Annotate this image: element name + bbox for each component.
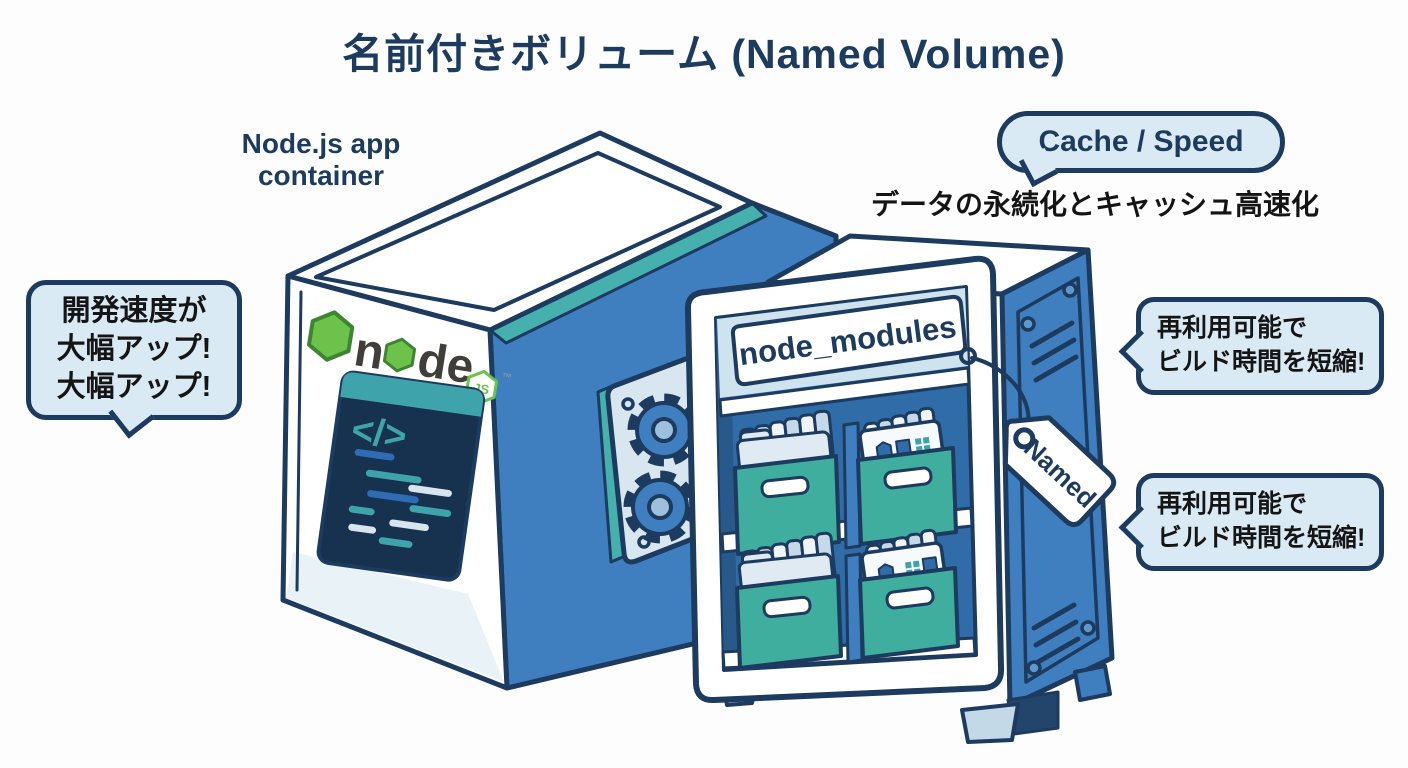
speech-bubble-reuse-top: 再利用可能で ビルド時間を短縮! xyxy=(1118,297,1384,395)
box-label-slot xyxy=(762,595,812,619)
vent-lines-top xyxy=(1029,320,1079,383)
container-top-inset xyxy=(314,151,722,312)
bubble-line: 大幅アップ! xyxy=(56,333,212,366)
cabinet-back-foot xyxy=(1073,664,1112,702)
container-front-sheen xyxy=(286,552,504,682)
bubble-line: ビルド時間を短縮! xyxy=(1157,348,1366,376)
code-lines xyxy=(348,448,452,548)
speech-bubble-dev-speed: 開発速度が 大幅アップ! 大幅アップ! xyxy=(26,280,242,439)
code-screen: </> xyxy=(316,370,486,582)
js-trademark: ™ xyxy=(500,371,512,383)
shelf2-divider xyxy=(844,552,864,664)
storage-box-4 xyxy=(858,528,960,660)
name-tag-hole xyxy=(1013,427,1036,450)
bubble-line: 再利用可能で xyxy=(1157,490,1308,519)
speech-bubble-cache-speed: Cache / Speed xyxy=(997,111,1285,188)
bubble-line: ビルド時間を短縮! xyxy=(1157,524,1366,552)
panel-screws xyxy=(1020,282,1096,676)
tag-string-loop xyxy=(959,347,977,365)
container-label-line1: Node.js app xyxy=(241,128,401,159)
box-front xyxy=(735,574,843,670)
container-label-line2: container xyxy=(257,160,385,192)
vent-lines-bottom xyxy=(1031,602,1081,665)
bubble-line: 開発速度が xyxy=(61,295,207,328)
node-modules-plate xyxy=(730,294,968,387)
storage-box-1 xyxy=(733,409,841,556)
container-label: Node.js app container xyxy=(206,128,436,192)
box-label-slot xyxy=(883,466,933,490)
box-front xyxy=(856,446,958,546)
speech-bubble-reuse-bottom: 再利用可能で ビルド時間を短縮! xyxy=(1118,473,1384,571)
storage-box-2 xyxy=(856,406,958,546)
code-screen-header xyxy=(340,372,484,417)
nodejs-hexagon-icon xyxy=(306,310,355,362)
page-title: 名前付きボリューム (Named Volume) xyxy=(342,31,1066,77)
bubble-line: 再利用可能で xyxy=(1157,314,1308,343)
box-label-slot xyxy=(885,586,935,610)
subtitle-persistence: データの永続化とキャッシュ高速化 xyxy=(870,189,1319,220)
box-label-slot xyxy=(760,475,810,499)
nodejs-container: n de JS ™ </> xyxy=(280,130,839,691)
shelf1-divider xyxy=(842,421,862,550)
storage-box-3 xyxy=(735,531,843,670)
box-front xyxy=(858,566,960,660)
box-front xyxy=(733,454,841,556)
header-divider xyxy=(718,366,971,418)
nodejs-logo-o-hexagon xyxy=(382,337,417,373)
cabinet-front-right-foot xyxy=(960,702,1020,744)
cabinet-side-inset xyxy=(1016,276,1100,684)
bubble-label: Cache / Speed xyxy=(1038,125,1244,158)
nodejs-logo: n de JS ™ xyxy=(306,310,512,405)
volume-cabinet: node_modules xyxy=(684,233,1115,744)
container-front-inset-line xyxy=(295,290,303,592)
